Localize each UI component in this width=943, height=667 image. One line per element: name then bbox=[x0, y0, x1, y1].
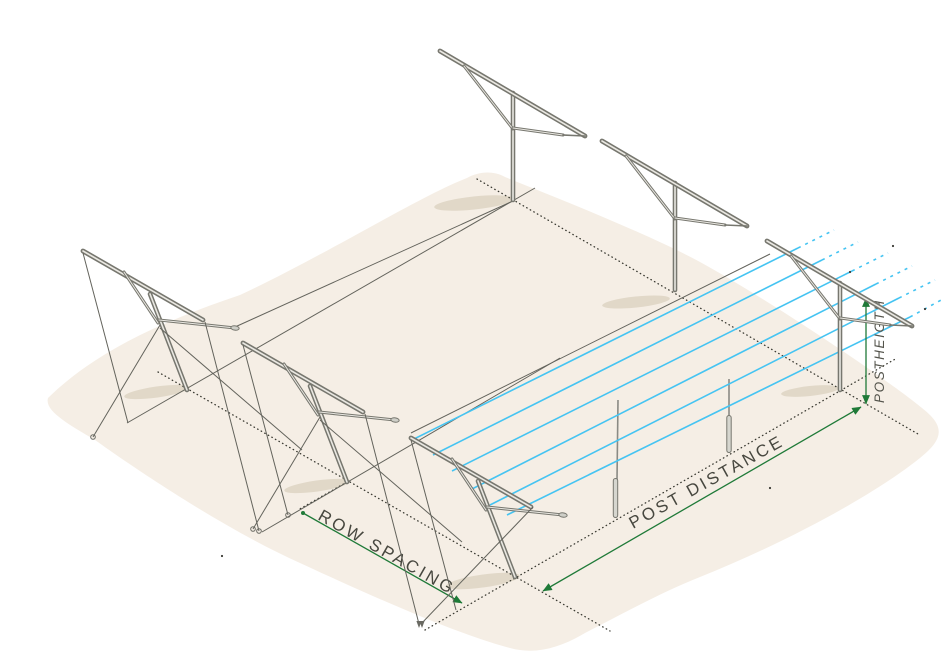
row3-tie-line bbox=[410, 253, 771, 434]
guy-wires-structure2 bbox=[242, 344, 463, 625]
row3-axis-guide-line bbox=[424, 357, 898, 631]
cable bbox=[471, 283, 877, 490]
post-shadows bbox=[124, 195, 839, 590]
guy-wires-structure3 bbox=[410, 439, 534, 625]
back-post-guide-line bbox=[476, 178, 919, 435]
reference-lines bbox=[126, 187, 771, 533]
cable bbox=[432, 259, 823, 456]
row-spacing-start-dot bbox=[301, 511, 305, 515]
cable bbox=[451, 270, 853, 472]
guy-wires bbox=[82, 252, 534, 628]
front-post-guide-line bbox=[157, 371, 611, 632]
row1-tie-line bbox=[234, 200, 514, 328]
guy-wire-anchors bbox=[90, 434, 291, 534]
guy-wires-structure1 bbox=[82, 252, 303, 532]
dimension-lines bbox=[301, 297, 870, 604]
row2-axis-guide-stub bbox=[297, 481, 348, 511]
post-distance-dimension-line bbox=[542, 406, 862, 592]
row-spacing-dimension-line bbox=[302, 512, 463, 604]
guy-wire-stake-tips bbox=[416, 621, 425, 628]
row2-axis-line bbox=[261, 357, 561, 533]
post-height-label: POSTHEIGTH bbox=[872, 299, 887, 403]
tracker-structure-row1-back bbox=[440, 51, 585, 200]
row1-axis-line bbox=[126, 187, 536, 424]
stray-dots bbox=[220, 244, 927, 558]
cable-dashed-ends bbox=[797, 229, 943, 318]
cable bbox=[413, 247, 799, 440]
dotted-guide-lines bbox=[157, 178, 919, 632]
